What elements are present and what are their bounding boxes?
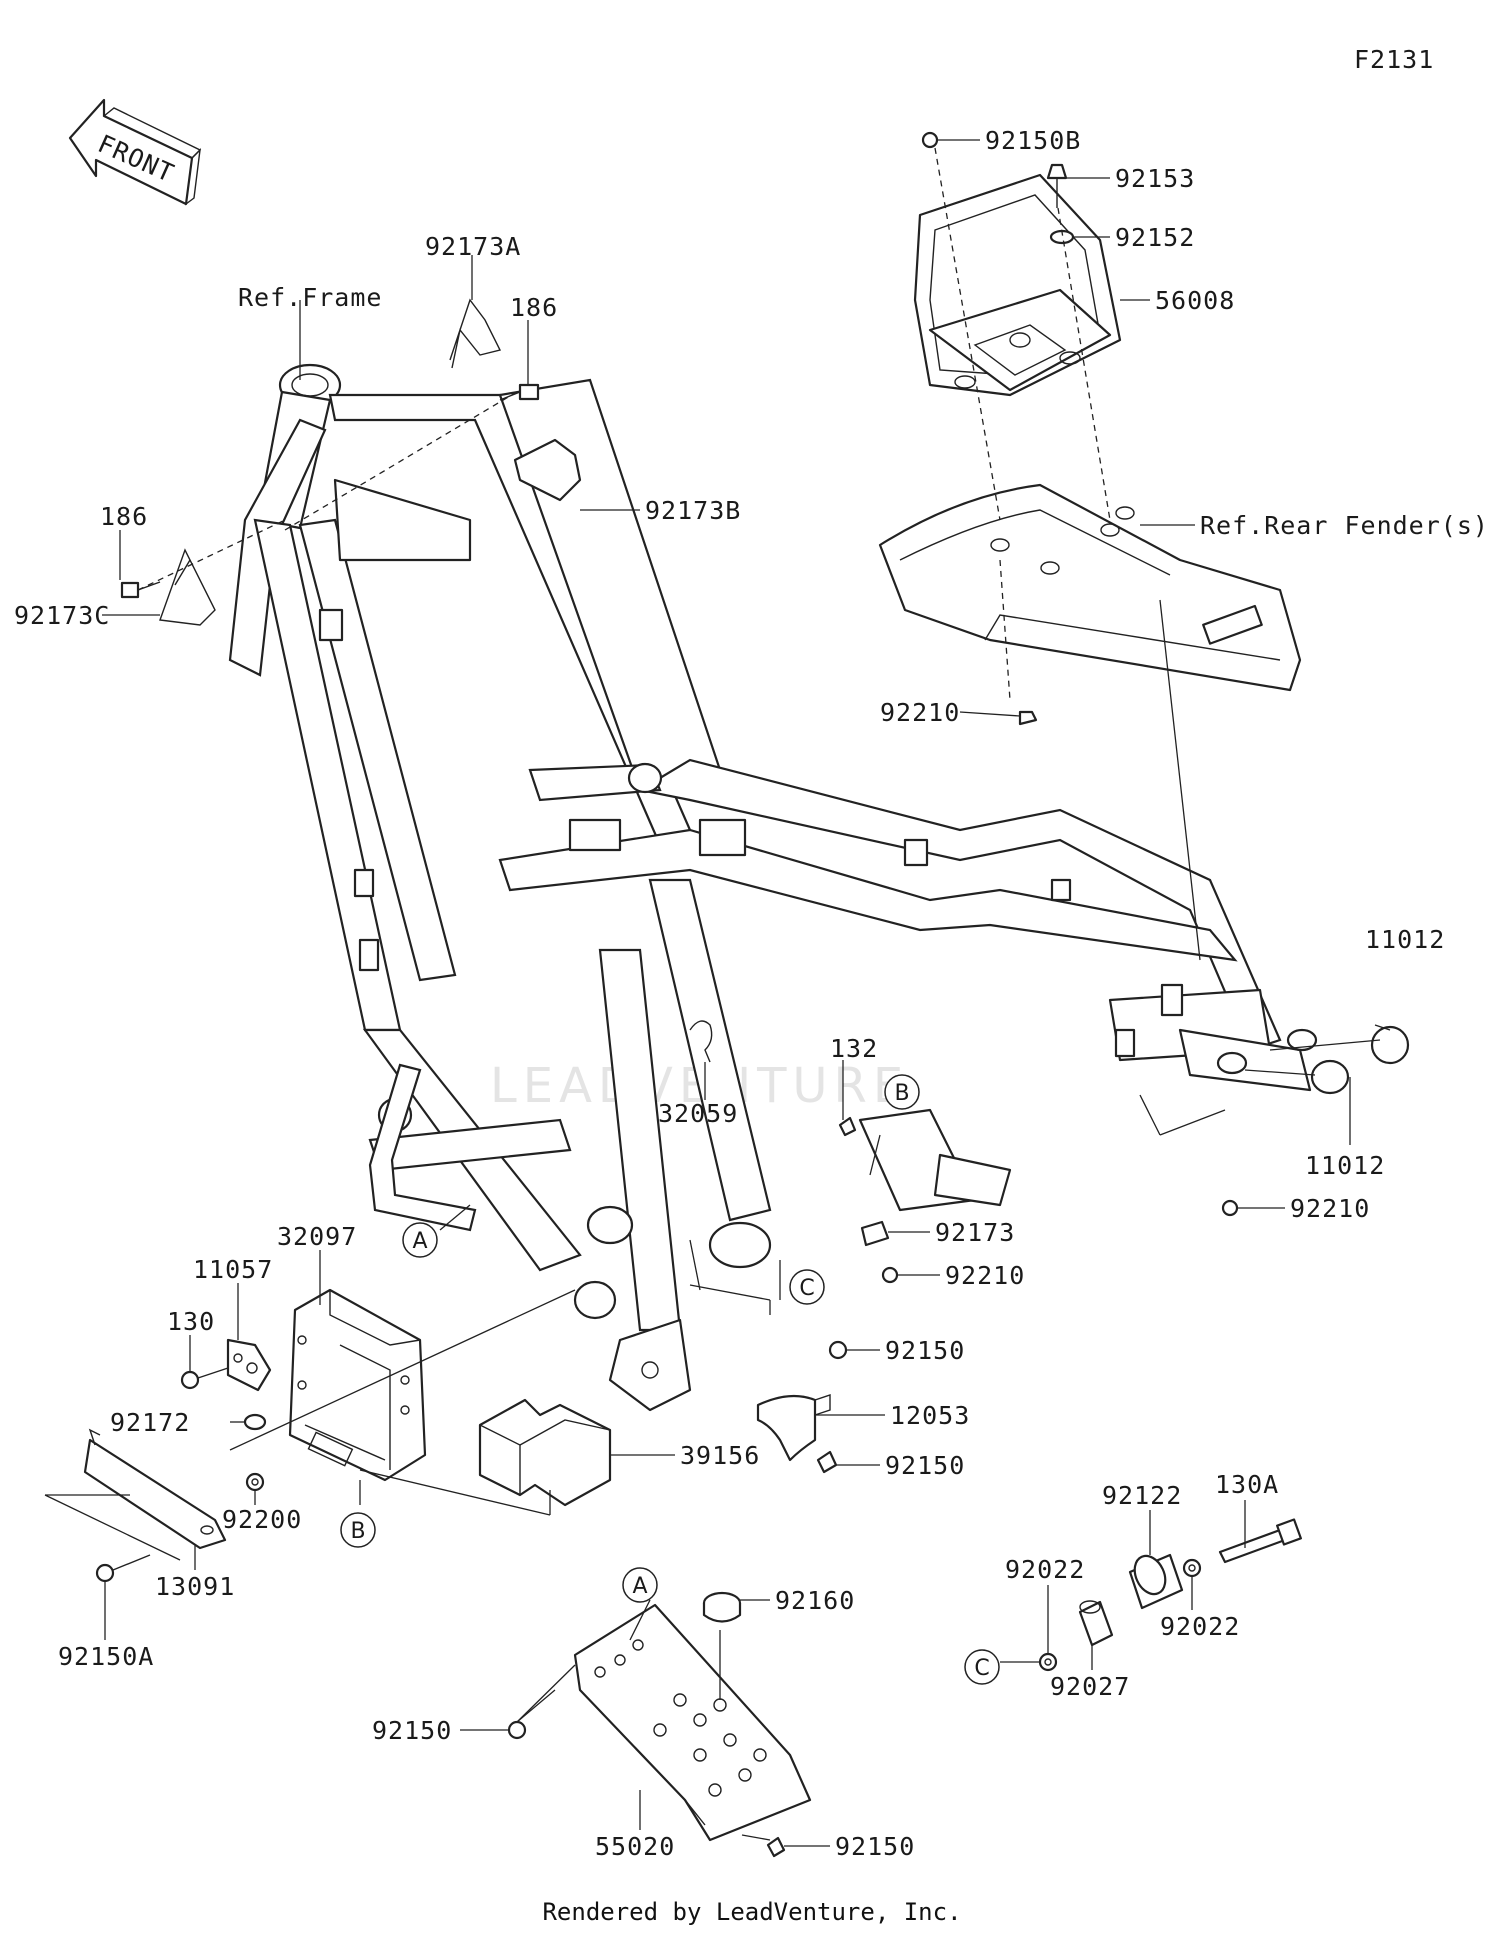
leader-lines <box>44 139 1391 1847</box>
frame-drawing <box>228 363 1318 1412</box>
ref-label-rear-fender: Ref.Rear Fender(s) <box>1200 511 1489 540</box>
part-label-92027: 92027 <box>1050 1672 1130 1701</box>
part-label-11012-bottom: 11012 <box>1305 1151 1385 1180</box>
callout-b-battery: B <box>340 1512 376 1548</box>
seat-box-drawing <box>913 173 1122 397</box>
part-label-55020: 55020 <box>595 1832 675 1861</box>
part-label-39156: 39156 <box>680 1441 760 1470</box>
part-label-13091: 13091 <box>155 1572 235 1601</box>
part-label-92150-d: 92150 <box>835 1832 915 1861</box>
skid-plate-drawing <box>573 1603 812 1842</box>
part-label-130: 130 <box>167 1307 215 1336</box>
battery-bracket-drawing <box>83 1428 227 1550</box>
callout-a-frame: A <box>402 1222 438 1258</box>
rubber-cap-92160-drawing <box>702 1591 742 1623</box>
part-label-11012-right: 11012 <box>1365 925 1445 954</box>
part-label-92160: 92160 <box>775 1586 855 1615</box>
ref-label-frame: Ref.Frame <box>238 283 382 312</box>
part-label-92150-c: 92150 <box>372 1716 452 1745</box>
part-label-11057: 11057 <box>193 1255 273 1284</box>
callout-a-skid: A <box>622 1567 658 1603</box>
part-label-186-top: 186 <box>510 293 558 322</box>
part-label-92150-a: 92150 <box>885 1336 965 1365</box>
part-label-92150A: 92150A <box>58 1642 154 1671</box>
pad-39156-drawing <box>478 1398 612 1507</box>
part-label-92152: 92152 <box>1115 223 1195 252</box>
battery-case-drawing <box>288 1288 427 1482</box>
part-label-92200: 92200 <box>222 1505 302 1534</box>
part-label-92172: 92172 <box>110 1408 190 1437</box>
rear-fender-drawing <box>878 483 1302 692</box>
part-label-92173C: 92173C <box>14 601 110 630</box>
callout-markers: A A B B C C <box>340 1074 1000 1685</box>
part-label-92173B: 92173B <box>645 496 741 525</box>
clamp-12053-drawing <box>756 1394 831 1462</box>
svg-text:B: B <box>894 1081 909 1106</box>
front-arrow-icon: FRONT <box>68 98 202 206</box>
svg-text:B: B <box>350 1519 365 1544</box>
part-label-32059: 32059 <box>658 1099 738 1128</box>
part-label-92210-right: 92210 <box>1290 1194 1370 1223</box>
part-label-12053: 12053 <box>890 1401 970 1430</box>
part-label-92022-left: 92022 <box>1005 1555 1085 1584</box>
callout-b-frame: B <box>884 1074 920 1110</box>
part-label-56008: 56008 <box>1155 286 1235 315</box>
part-label-92150B: 92150B <box>985 126 1081 155</box>
clip-drawings <box>159 298 582 626</box>
svg-text:C: C <box>799 1276 814 1301</box>
bracket-11057-drawing <box>226 1338 272 1392</box>
part-label-92210-top: 92210 <box>880 698 960 727</box>
fastener-icons <box>95 131 1410 1858</box>
part-label-132: 132 <box>830 1034 878 1063</box>
part-label-92150-b: 92150 <box>885 1451 965 1480</box>
part-label-32097: 32097 <box>277 1222 357 1251</box>
collar-drawings <box>1038 1518 1302 1672</box>
svg-text:A: A <box>632 1574 647 1599</box>
part-label-186-left: 186 <box>100 502 148 531</box>
part-label-92153: 92153 <box>1115 164 1195 193</box>
svg-text:A: A <box>412 1229 427 1254</box>
footer-credit: Rendered by LeadVenture, Inc. <box>542 1898 961 1926</box>
part-label-92022-right: 92022 <box>1160 1612 1240 1641</box>
part-label-92210-low: 92210 <box>945 1261 1025 1290</box>
part-label-92173A: 92173A <box>425 232 521 261</box>
part-label-92122: 92122 <box>1102 1481 1182 1510</box>
part-labels: 92150B 92153 92152 56008 Ref.Rear Fender… <box>14 126 1489 1861</box>
callout-c-frame: C <box>789 1269 825 1305</box>
part-label-92173: 92173 <box>935 1218 1015 1247</box>
svg-text:C: C <box>974 1656 989 1681</box>
callout-c-collar: C <box>964 1649 1000 1685</box>
part-label-130A: 130A <box>1215 1470 1279 1499</box>
diagram-code: F2131 <box>1354 45 1434 74</box>
